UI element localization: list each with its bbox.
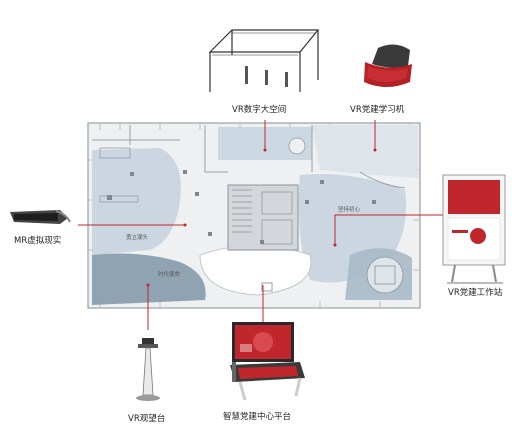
zone-label-b: 时代使命	[158, 272, 181, 278]
viewing-tower-icon	[136, 338, 160, 401]
mr-glasses-icon	[10, 210, 71, 224]
zone-vr-learning	[312, 125, 418, 178]
label-vr-learning: VR党建学习机	[350, 105, 405, 115]
label-vr-space: VR数字大空间	[232, 105, 287, 115]
zone-left-lower	[92, 253, 206, 305]
truss-frame-icon	[208, 29, 320, 92]
label-smart-platform: 智慧党建中心平台	[223, 412, 292, 422]
inner-walls	[92, 125, 406, 189]
zone-label-a: 勇立潮头	[126, 235, 149, 241]
zone-label-c: 坚持初心	[338, 207, 361, 213]
callout-lines	[78, 120, 443, 330]
stair-lines	[232, 189, 293, 245]
vr-headset-icon	[364, 44, 412, 87]
furniture-dots	[107, 170, 376, 292]
kiosk-screen-icon	[442, 174, 506, 284]
smart-table-icon	[230, 322, 305, 401]
label-vr-workstation: VR党建工作站	[448, 288, 503, 298]
label-mr: MR虚拟现实	[14, 236, 62, 246]
zone-left-upper	[92, 148, 181, 255]
round-table	[366, 256, 404, 294]
label-vr-tower: VR观望台	[128, 414, 166, 424]
